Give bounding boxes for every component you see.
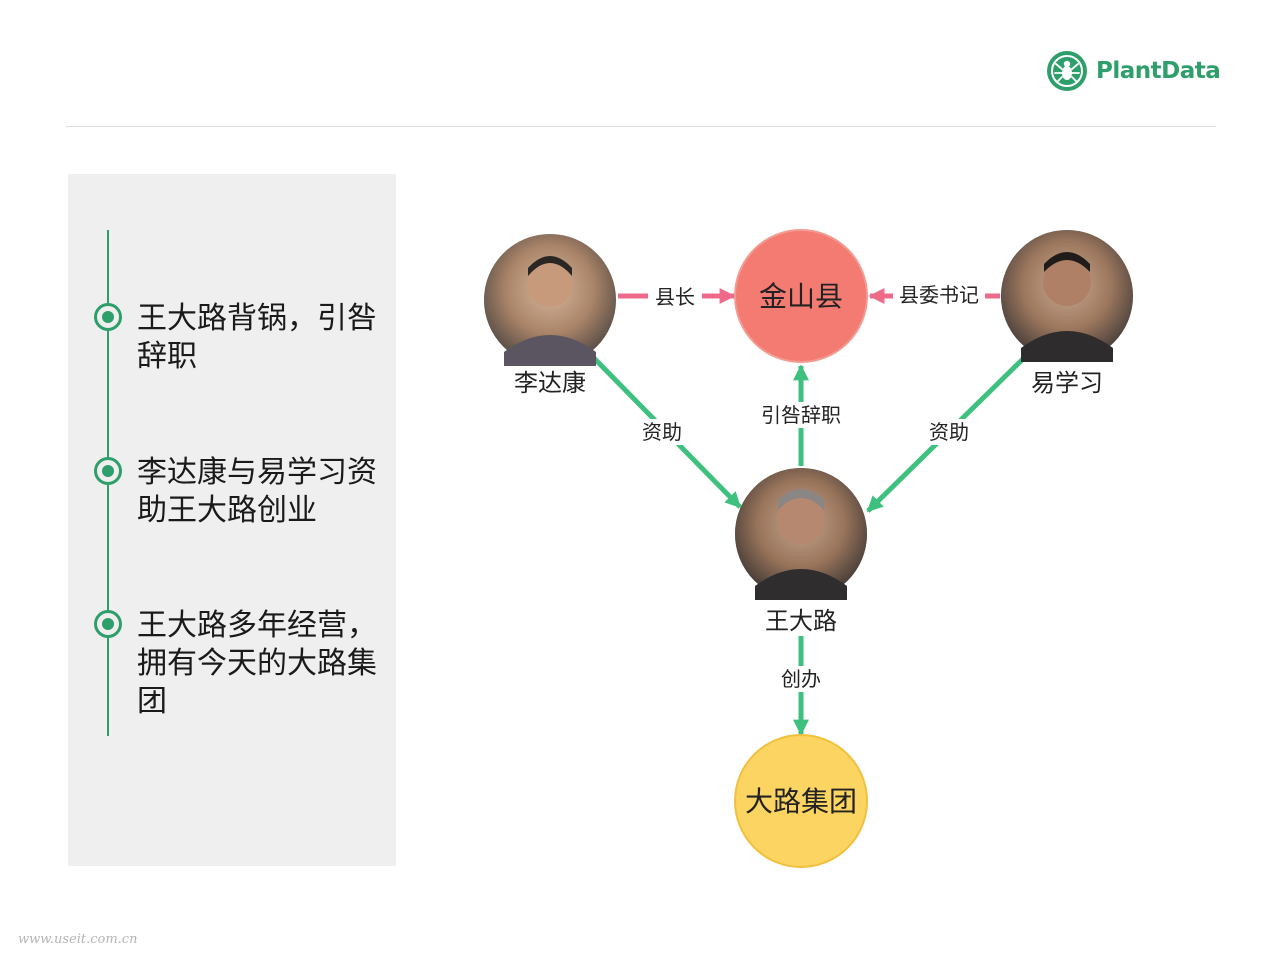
- edge-li-wang: 资助: [586, 350, 742, 509]
- edge-label-found: 创办: [781, 667, 821, 691]
- node-label-jinshan: 金山县: [759, 280, 843, 313]
- edge-wang-jinshan: 引咎辞职: [754, 364, 848, 466]
- edge-label-fund-li: 资助: [642, 420, 682, 444]
- edge-yi-jinshan: 县委书记: [868, 283, 1000, 307]
- timeline-item-2: 李达康与易学习资助王大路创业: [137, 455, 377, 528]
- timeline-item-3: 王大路多年经营，拥有今天的大路集团: [137, 608, 377, 719]
- edge-label-party-secretary: 县委书记: [899, 283, 979, 307]
- node-label-yi: 易学习: [1031, 369, 1103, 397]
- node-jinshan-county[interactable]: 金山县: [734, 229, 868, 363]
- timeline-bullet-icon: [94, 303, 122, 331]
- watermark: www.useit.com.cn: [18, 932, 138, 947]
- header-divider: [66, 126, 1216, 127]
- edge-wang-group: 创办: [775, 636, 827, 736]
- timeline-bullet-icon: [94, 610, 122, 638]
- node-dalu-group[interactable]: 大路集团: [734, 734, 868, 868]
- node-label-wang: 王大路: [765, 607, 837, 635]
- brand-logo: PlantData: [1046, 50, 1221, 92]
- timeline-item-1: 王大路背锅，引咎辞职: [137, 301, 377, 374]
- edge-label-fund-yi: 资助: [929, 420, 969, 444]
- node-label-dalu-group: 大路集团: [745, 785, 857, 818]
- edge-label-county-mayor: 县长: [655, 285, 695, 309]
- node-li-dakang[interactable]: 李达康: [484, 234, 616, 397]
- spider-logo-icon: [1047, 51, 1087, 91]
- edge-label-resign: 引咎辞职: [761, 403, 841, 427]
- node-yi-xuexi[interactable]: 易学习: [1001, 230, 1133, 397]
- timeline-panel: [68, 174, 396, 866]
- edge-li-jinshan: 县长: [618, 284, 736, 309]
- node-label-li: 李达康: [514, 369, 586, 397]
- node-wang-dalu[interactable]: 王大路: [735, 468, 867, 635]
- timeline-bullet-icon: [94, 457, 122, 485]
- brand-name: PlantData: [1096, 58, 1221, 84]
- edge-yi-wang: 资助: [866, 350, 1032, 513]
